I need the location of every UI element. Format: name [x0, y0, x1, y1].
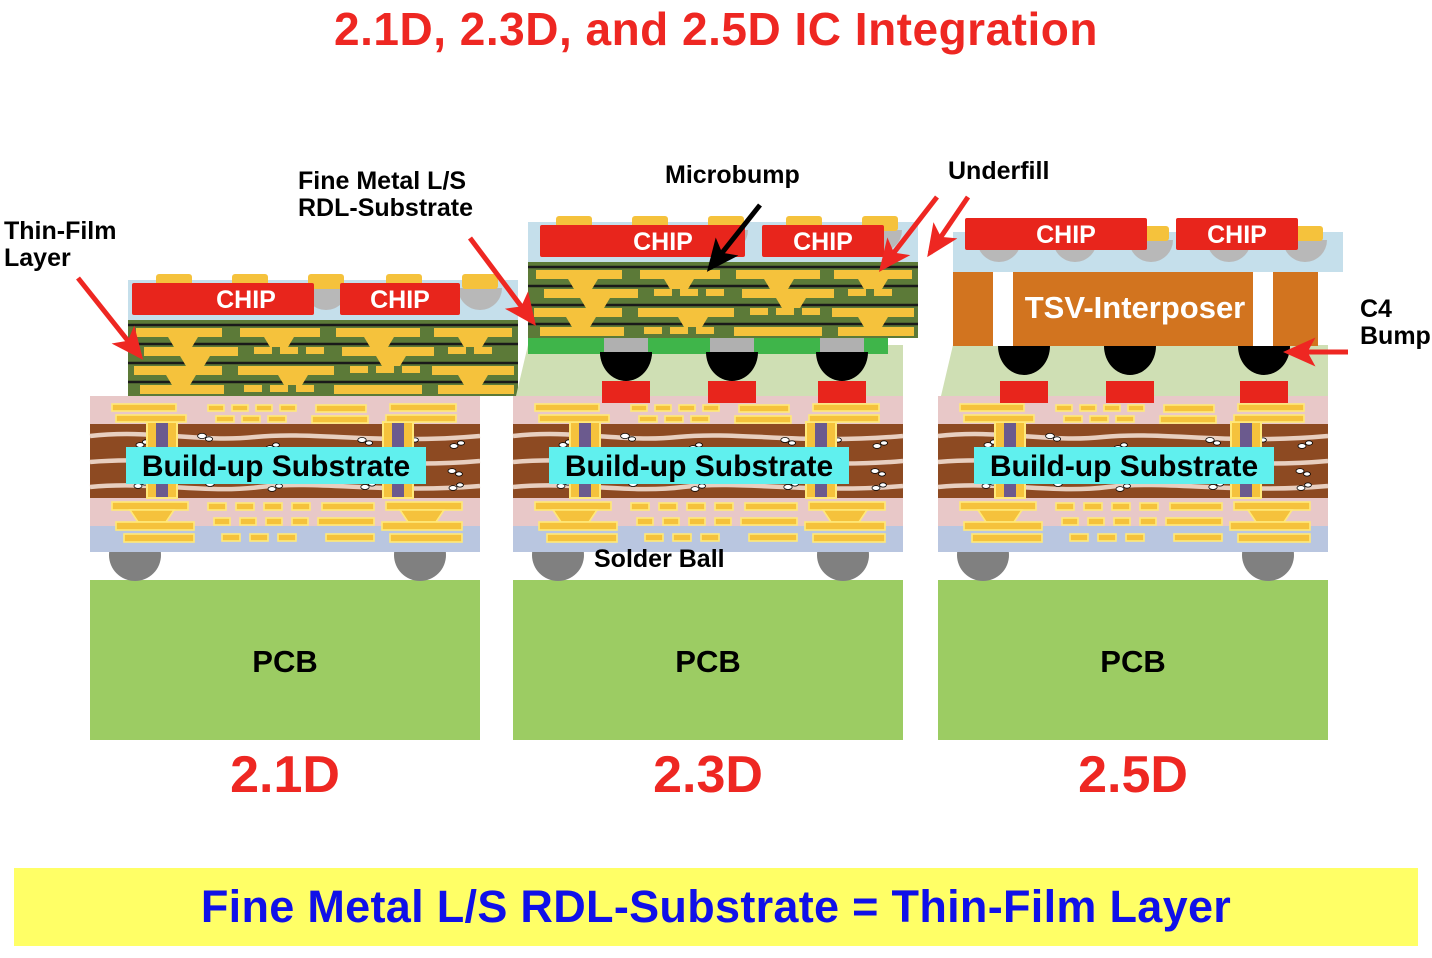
thin-film-layer-arrow — [76, 276, 144, 360]
c4-bump-pad — [708, 381, 756, 403]
chip-label: CHIP — [793, 228, 853, 256]
chip-label: CHIP — [633, 228, 693, 256]
rdl-thin-film-layer — [126, 318, 520, 398]
summary-banner: Fine Metal L/S RDL-Substrate = Thin-Film… — [14, 868, 1418, 946]
annotation-thin-film-layer: Thin-Film Layer — [4, 217, 117, 272]
annotation-c4-bump: C4 Bump — [1360, 295, 1431, 350]
caption-23d: 2.3D — [653, 746, 763, 804]
pcb-block — [90, 580, 480, 740]
caption-25d: 2.5D — [1078, 746, 1188, 804]
build-up-substrate-label-bg — [126, 447, 426, 484]
build-up-substrate-label-bg — [974, 447, 1274, 484]
chip-die — [340, 283, 460, 315]
chip-die — [132, 283, 314, 315]
c4-bump-pad — [602, 381, 650, 403]
c4-bump-pad — [1240, 381, 1288, 403]
c4-bump — [1238, 346, 1290, 375]
underfill-arrow-25d — [927, 195, 971, 258]
pcb-label: PCB — [252, 644, 317, 679]
summary-banner-text: Fine Metal L/S RDL-Substrate = Thin-Film… — [200, 881, 1232, 932]
tsv-via — [993, 272, 1013, 346]
underfill-arrow-23d — [878, 195, 939, 272]
chip-die — [965, 218, 1147, 250]
pcb-block — [513, 580, 903, 740]
stack-21d: PCB Build-up Substrate CHIP CHIP — [90, 274, 520, 740]
tsv-via — [1253, 272, 1273, 346]
stack-25d: PCB Build-up Substrate — [938, 218, 1343, 740]
chip-label: CHIP — [370, 286, 430, 314]
build-up-substrate-label: Build-up Substrate — [142, 450, 410, 483]
c4-bump-pad — [1106, 381, 1154, 403]
build-up-substrate-label: Build-up Substrate — [990, 450, 1258, 483]
pcb-label: PCB — [675, 644, 740, 679]
pcb-label: PCB — [1100, 644, 1165, 679]
stack-23d: PCB Build-up Substrate — [513, 216, 920, 740]
caption-21d: 2.1D — [230, 746, 340, 804]
page-title: 2.1D, 2.3D, and 2.5D IC Integration — [334, 3, 1098, 55]
annotation-solder-ball: Solder Ball — [594, 545, 725, 573]
fine-metal-rdl-arrow — [468, 236, 537, 326]
annotation-microbump: Microbump — [665, 161, 800, 189]
build-up-substrate-label: Build-up Substrate — [565, 450, 833, 483]
build-up-substrate-label-bg — [549, 447, 849, 484]
pcb-block — [938, 580, 1328, 740]
rdl-thin-film-layer — [526, 260, 920, 340]
tsv-interposer-label: TSV-Interposer — [1025, 290, 1246, 325]
chip-die — [1176, 218, 1298, 250]
annotation-underfill: Underfill — [948, 157, 1050, 185]
c4-bump — [998, 346, 1050, 375]
c4-bump-pad — [1000, 381, 1048, 403]
chip-label: CHIP — [1036, 221, 1096, 249]
annotation-fine-metal-rdl-substrate: Fine Metal L/S RDL-Substrate — [298, 167, 474, 222]
chip-label: CHIP — [1207, 221, 1267, 249]
c4-bump — [1104, 346, 1156, 375]
chip-die — [540, 225, 745, 257]
c4-bump-pad — [818, 381, 866, 403]
microbump-arrow — [706, 203, 762, 272]
chip-label: CHIP — [216, 286, 276, 314]
chip-die — [762, 225, 884, 257]
